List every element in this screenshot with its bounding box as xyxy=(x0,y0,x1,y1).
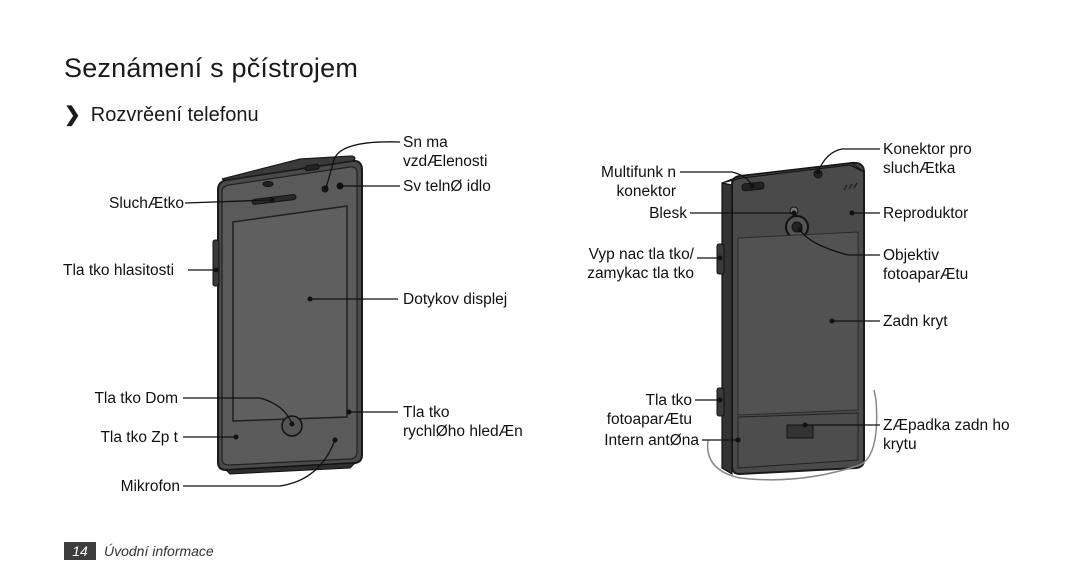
label-earpiece: SluchÆtko xyxy=(109,195,184,212)
label-speaker: Reproduktor xyxy=(883,205,969,222)
chapter-name: Úvodní informace xyxy=(104,543,214,559)
label-internal-antenna: Intern antØna xyxy=(604,432,699,449)
label-power-key: Vyp nac tla tko/zamykac tla tko xyxy=(587,246,694,282)
front-phone xyxy=(212,155,363,475)
section-label: Rozvrěení telefonu xyxy=(90,104,259,126)
back-leader-lines xyxy=(680,148,880,441)
front-leader-lines xyxy=(183,141,401,487)
page-title: Seznámení s pčístrojem xyxy=(64,53,359,83)
label-home-key: Tla tko Dom xyxy=(94,390,178,407)
label-back-key: Tla tko Zp t xyxy=(100,429,178,446)
section-heading: ❯ Rozvrěení telefonu xyxy=(64,102,259,127)
label-back-cover: Zadn kryt xyxy=(883,313,948,330)
section-bullet: ❯ xyxy=(64,104,81,126)
back-leader-dots xyxy=(717,169,855,443)
back-phone xyxy=(706,161,878,481)
label-microphone: Mikrofon xyxy=(120,478,180,495)
label-touchscreen: Dotykov displej xyxy=(403,291,508,308)
page-number: 14 xyxy=(64,542,96,560)
label-light-sensor: Sv telnØ idlo xyxy=(403,178,491,195)
front-leader-dots xyxy=(213,183,352,443)
label-flash: Blesk xyxy=(649,205,687,222)
label-volume-key: Tla tko hlasitosti xyxy=(63,262,175,279)
